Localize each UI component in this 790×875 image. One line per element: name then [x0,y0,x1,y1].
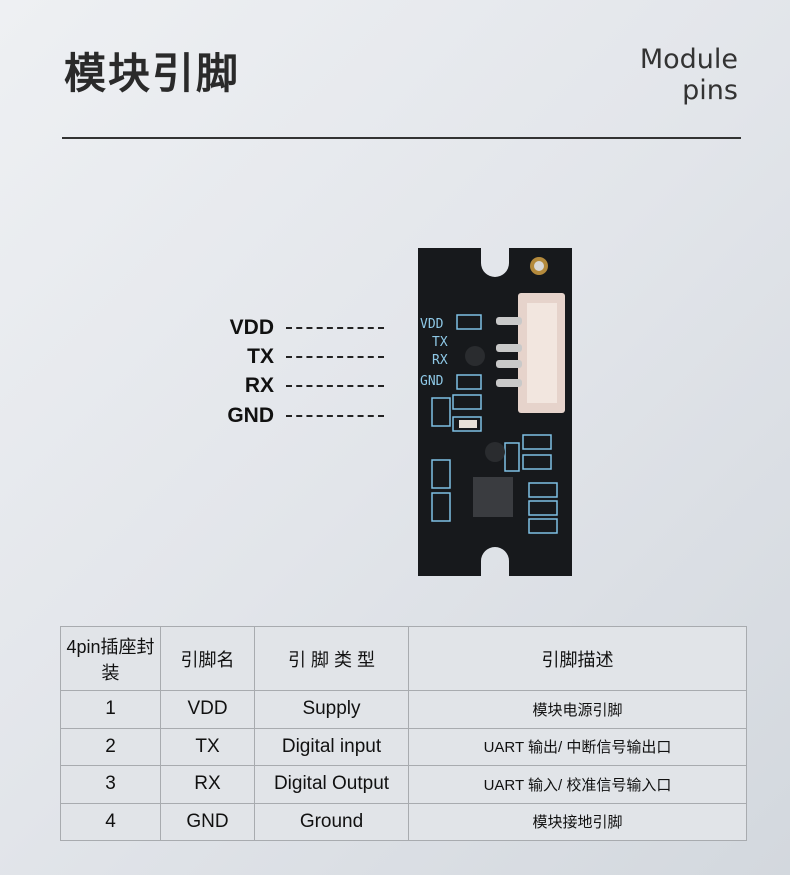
pin-name: GND [227,404,274,427]
subtitle-line2: pins [682,75,738,106]
cell: 4 [60,802,161,841]
leader-line [286,356,384,358]
cell: Supply [254,690,409,729]
header-cell: 引脚描述 [408,626,747,691]
subtitle-line1: Module [639,44,738,75]
page-title: 模块引脚 [64,49,241,98]
cell: 模块电源引脚 [408,690,747,729]
cell: Digital input [254,727,409,766]
leader-line [286,327,384,329]
pin-name: TX [247,345,274,368]
cell: Digital Output [254,765,409,804]
leader-line [286,415,384,417]
module-board-image: VDD TX RX GND [418,248,572,576]
cell: UART 输出/ 中断信号输出口 [408,727,747,766]
header-cell: 4pin插座封装 [60,626,161,691]
pin-label-tx: TX [180,343,390,371]
svg-text:GND: GND [420,374,444,389]
pin-label-gnd: GND [180,402,390,430]
cell: VDD [160,690,255,729]
cell: 2 [60,727,161,766]
pin-name: VDD [229,316,274,339]
pin-label-vdd: VDD [180,314,390,342]
leader-line [286,385,384,387]
cell: 3 [60,765,161,804]
cell: GND [160,802,255,841]
pin-name: RX [244,374,274,397]
divider [62,137,741,139]
svg-text:VDD: VDD [420,317,444,332]
cell: TX [160,727,255,766]
chip [473,477,513,517]
cell: Ground [254,802,409,841]
header-cell: 引脚名 [160,626,255,691]
cell: 模块接地引脚 [408,802,747,841]
cell: UART 输入/ 校准信号输入口 [408,765,747,804]
cell: RX [160,765,255,804]
svg-text:TX: TX [432,335,448,350]
pin-label-rx: RX [180,372,390,400]
cell: 1 [60,690,161,729]
silkscreen: VDD TX RX GND [420,317,448,389]
svg-text:RX: RX [432,353,448,368]
connector [496,293,565,413]
header-cell: 引 脚 类 型 [254,626,409,691]
table-header: 4pin插座封装 引脚名 引 脚 类 型 引脚描述 [60,626,747,691]
